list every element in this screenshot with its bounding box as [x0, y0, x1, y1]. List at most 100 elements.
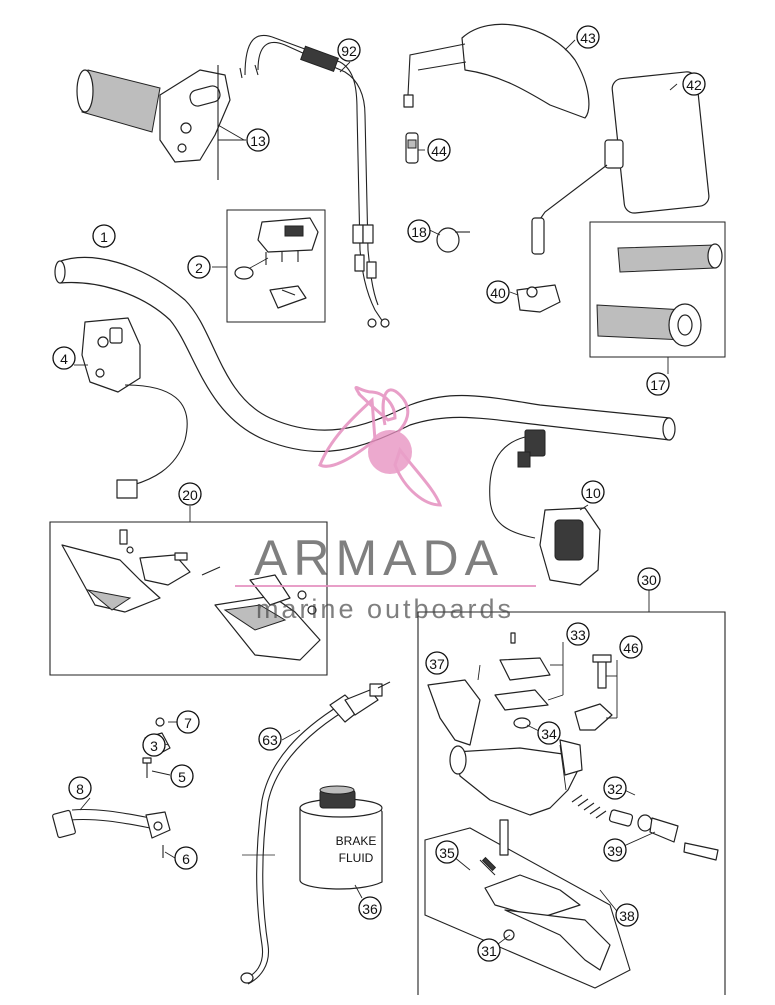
- callout-36: 36: [358, 896, 382, 920]
- cover-kit: [226, 209, 326, 323]
- callout-circle: [176, 710, 200, 734]
- callout-4: 4: [52, 346, 76, 370]
- propeller-hub: [368, 430, 412, 474]
- callout-circle: [358, 896, 382, 920]
- callout-number: 20: [182, 487, 198, 503]
- propeller-logo: [318, 385, 443, 507]
- callout-number: 31: [481, 943, 497, 959]
- callout-92: 92: [337, 38, 361, 62]
- callout-circle: [187, 255, 211, 279]
- callout-number: 42: [686, 77, 702, 93]
- callout-10: 10: [581, 480, 605, 504]
- mirror-right: [531, 71, 710, 255]
- callout-63: 63: [258, 727, 282, 751]
- cable-strap: [436, 227, 470, 253]
- callout-circle: [52, 346, 76, 370]
- callout-number: 43: [580, 30, 596, 46]
- callout-circle: [581, 480, 605, 504]
- master-cylinder-kit: [417, 590, 726, 995]
- callout-circle: [537, 721, 561, 745]
- callout-31: 31: [477, 938, 501, 962]
- watermark: ARMADA marine outboards: [235, 385, 536, 624]
- callout-circle: [427, 138, 451, 162]
- callout-circle: [486, 280, 510, 304]
- callout-number: 44: [431, 143, 447, 159]
- callout-circle: [178, 482, 202, 506]
- callout-circle: [603, 838, 627, 862]
- callout-2: 2: [187, 255, 211, 279]
- propeller-blade-left: [318, 396, 377, 468]
- callout-circle: [682, 72, 706, 96]
- callout-number: 13: [250, 133, 266, 149]
- callout-20: 20: [178, 482, 202, 506]
- callout-number: 40: [490, 285, 506, 301]
- callout-circle: [68, 776, 92, 800]
- handlebar: [54, 256, 676, 453]
- propeller-blade-upper: [381, 388, 410, 434]
- propeller-blade-top: [354, 385, 397, 422]
- callout-46: 46: [619, 635, 643, 659]
- callout-3: 3: [142, 733, 166, 757]
- callout-circle: [619, 635, 643, 659]
- callout-number: 17: [650, 377, 666, 393]
- callout-number: 39: [607, 843, 623, 859]
- propeller-blade-right: [393, 446, 443, 507]
- callout-number: 7: [184, 715, 192, 731]
- callout-circle: [92, 224, 116, 248]
- callout-number: 36: [362, 901, 378, 917]
- handguard-kit: [49, 521, 328, 676]
- callout-number: 18: [411, 224, 427, 240]
- brake-fluid-can: BRAKE FLUID: [299, 785, 383, 890]
- callout-13: 13: [246, 128, 270, 152]
- right-switch: [489, 429, 601, 586]
- callout-number: 33: [570, 627, 586, 643]
- callout-circle: [603, 776, 627, 800]
- callout-6: 6: [174, 846, 198, 870]
- clamp: [516, 284, 561, 313]
- watermark-title: ARMADA: [254, 530, 504, 586]
- watermark-subtitle: marine outboards: [256, 594, 514, 624]
- callout-number: 10: [585, 485, 601, 501]
- sensor-cable: [52, 808, 171, 858]
- callout-circle: [477, 938, 501, 962]
- callout-34: 34: [537, 721, 561, 745]
- callout-number: 30: [641, 572, 657, 588]
- callout-8: 8: [68, 776, 92, 800]
- callout-1: 1: [92, 224, 116, 248]
- throttle-grip: [76, 65, 245, 180]
- callout-number: 35: [439, 845, 455, 861]
- callouts: 1 2 4 5 6 7 8 3 10 13 17 18 20 30 31 32 33 34 35 36 37 38 39 40…: [52, 25, 706, 962]
- mirror-adapter: [405, 132, 419, 164]
- callout-35: 35: [435, 840, 459, 864]
- callout-42: 42: [682, 72, 706, 96]
- callout-circle: [337, 38, 361, 62]
- callout-5: 5: [170, 764, 194, 788]
- callout-39: 39: [603, 838, 627, 862]
- callout-circle: [258, 727, 282, 751]
- callout-number: 63: [262, 732, 278, 748]
- fluid-label-line2: FLUID: [339, 851, 374, 865]
- callout-37: 37: [425, 651, 449, 675]
- callout-circle: [566, 622, 590, 646]
- callout-18: 18: [407, 219, 431, 243]
- callout-7: 7: [176, 710, 200, 734]
- callout-circle: [425, 651, 449, 675]
- callout-number: 5: [178, 769, 186, 785]
- callout-number: 92: [341, 43, 357, 59]
- callout-circle: [174, 846, 198, 870]
- callout-44: 44: [427, 138, 451, 162]
- left-switch: [81, 317, 188, 499]
- throttle-cables: [239, 34, 390, 328]
- callout-number: 46: [623, 640, 639, 656]
- fluid-label-line1: BRAKE: [336, 834, 377, 848]
- mirror-left: [403, 23, 590, 119]
- callout-number: 1: [100, 229, 108, 245]
- callout-number: 38: [619, 908, 635, 924]
- callout-number: 2: [195, 260, 203, 276]
- callout-circle: [576, 25, 600, 49]
- callout-17: 17: [646, 372, 670, 396]
- callout-30: 30: [637, 567, 661, 591]
- callout-32: 32: [603, 776, 627, 800]
- callout-number: 3: [150, 738, 158, 754]
